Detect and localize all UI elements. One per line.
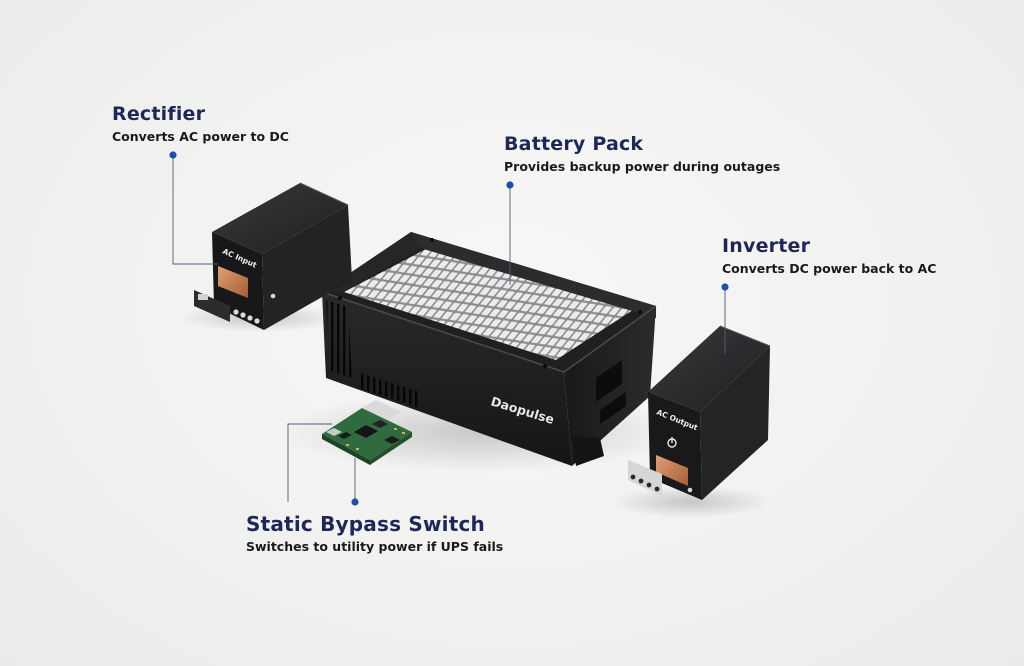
inverter-module: AC Output [628, 325, 771, 500]
inverter-copper-busbar [656, 455, 688, 486]
battery-cells [344, 248, 636, 360]
battery-description: Provides backup power during outages [504, 158, 781, 174]
rectifier-module: AC Input [194, 182, 352, 330]
inverter-title: Inverter [722, 235, 811, 257]
bypass-leader-outer [287, 423, 332, 502]
inverter-description: Converts DC power back to AC [722, 260, 937, 276]
battery-front-panel [322, 292, 572, 466]
rectifier-leader-dot [169, 151, 177, 159]
inverter-side-panel [700, 346, 770, 500]
rectifier-copper-busbar [218, 266, 248, 298]
rectifier-side-panel [262, 205, 352, 330]
bypass-title: Static Bypass Switch [246, 512, 485, 536]
rectifier-callout: Rectifier Converts AC power to DC [112, 103, 289, 144]
rectifier-leader [172, 155, 218, 265]
rectifier-description: Converts AC power to DC [112, 128, 289, 144]
rectifier-title: Rectifier [112, 103, 206, 125]
battery-pack-module: Daopulse [321, 232, 657, 466]
battery-leader-dot [506, 181, 514, 189]
bypass-leader-dot [351, 498, 359, 506]
inverter-callout: Inverter Converts DC power back to AC [722, 235, 937, 276]
battery-callout: Battery Pack Provides backup power durin… [504, 133, 781, 174]
bypass-description: Switches to utility power if UPS fails [246, 539, 504, 554]
bypass-callout: Static Bypass Switch Switches to utility… [246, 512, 504, 555]
leader-lines [172, 155, 726, 502]
inverter-shadow [610, 486, 770, 518]
inverter-leader-dot [721, 283, 729, 291]
bypass-switch-pcb [322, 400, 412, 465]
battery-title: Battery Pack [504, 133, 644, 155]
